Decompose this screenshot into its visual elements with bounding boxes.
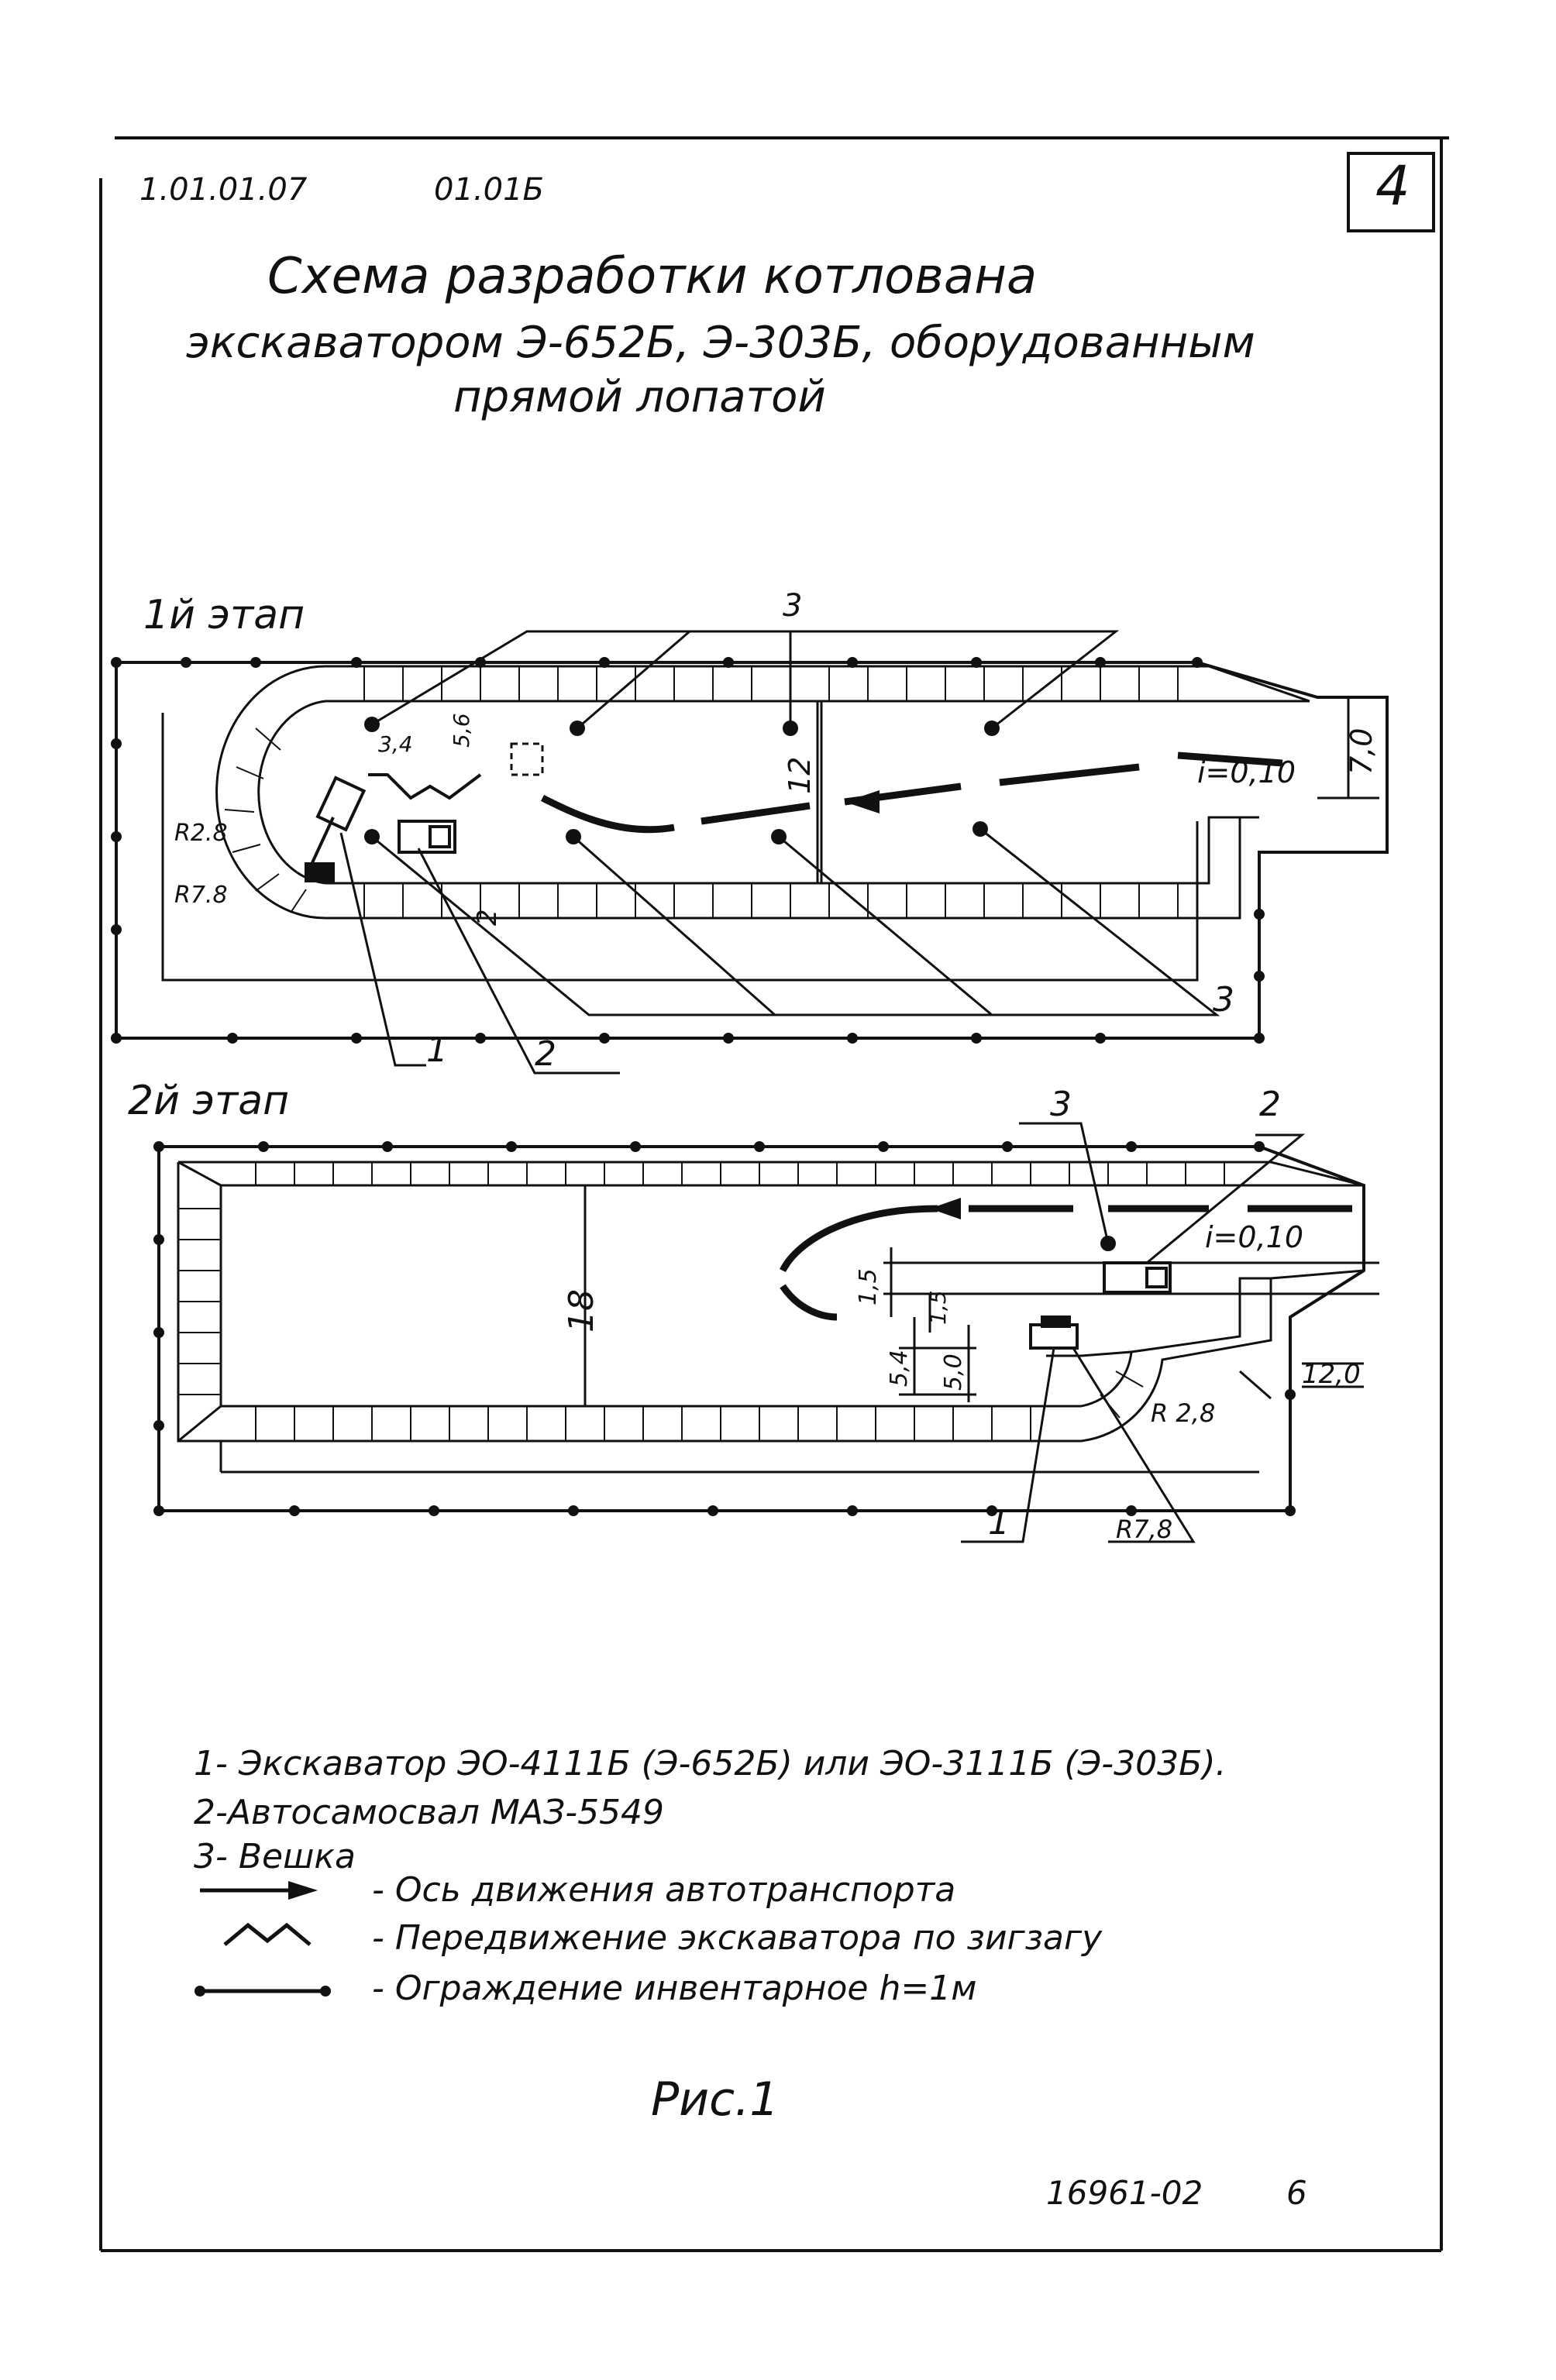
title-line-3: прямой лопатой — [453, 372, 826, 422]
legend-item-3: 3- Вешка — [194, 1837, 356, 1876]
legend-item-2: 2-Автосамосвал МАЗ-5549 — [194, 1793, 665, 1832]
legend-symbol-3: - Ограждение инвентарное h=1м — [372, 1969, 977, 2008]
stage-2-traffic-axis — [779, 1205, 1352, 1321]
stage-2-arrowhead — [930, 1198, 961, 1219]
stage-2-dim-d3: 5,4 — [886, 1350, 913, 1387]
legend-item-1: 1- Экскаватор ЭО-4111Б (Э-652Б) или ЭО-3… — [194, 1744, 1227, 1783]
stage-1-dim-zigzag-w: 3,4 — [378, 731, 413, 757]
legend-symbol-2: - Передвижение экскаватора по зигзагу — [372, 1918, 1103, 1958]
stage-1-truck-ghost — [510, 742, 544, 776]
stage-2-dim-d4: 5,0 — [940, 1353, 967, 1391]
stage-2-dim-r-inner: R 2,8 — [1151, 1398, 1215, 1428]
stage-2-callout-3: 3 — [1050, 1085, 1072, 1124]
code-left: 1.01.01.07 — [139, 172, 308, 208]
stage-2-label: 2й этап — [128, 1078, 290, 1124]
stage-1-zigzag — [368, 773, 482, 800]
stage-1-excavator — [305, 776, 367, 882]
stage-1-fence — [115, 661, 1389, 1040]
stage-1-pit-outline — [161, 661, 1199, 982]
stage-2-dim-ramp-width: 12,0 — [1302, 1359, 1361, 1390]
stage-2-leaders — [883, 1122, 1379, 1543]
stage-1-callout-2: 2 — [535, 1034, 556, 1074]
stage-1-leaders — [339, 630, 1220, 1075]
stage-1-callout-top: 3 — [783, 588, 802, 624]
stage-1-dim-ramp-width: 7,0 — [1344, 728, 1379, 775]
legend-symbol-1: - Ось движения автотранспорта — [372, 1870, 956, 1910]
stage-1-label: 1й этап — [143, 592, 305, 638]
stage-2-dim-r-outer: R7,8 — [1116, 1515, 1172, 1544]
stage-1-dim-slope: i=0,10 — [1197, 755, 1296, 789]
stage-1-dim-r-inner: R2.8 — [174, 820, 228, 847]
stage-2-dim-d2: 1,5 — [925, 1290, 951, 1325]
stage-2-dim-pit-width: 18 — [562, 1289, 601, 1333]
legend-zigzag-icon — [223, 1922, 312, 1946]
stage-2-dim-slope: i=0,10 — [1205, 1220, 1303, 1254]
stage-1-dim-zigzag-h: 5,6 — [449, 713, 474, 748]
title-line-1: Схема разработки котлована — [267, 248, 1038, 305]
stage-1-dim-truck: 2 — [472, 909, 503, 926]
stage-1-dimension-lines — [816, 696, 1379, 883]
stage-1-slope-band — [215, 665, 1310, 920]
stage-1-callout-bottom-right: 3 — [1213, 980, 1234, 1020]
stage-1-dim-r-outer: R7.8 — [174, 882, 228, 909]
title-line-2: экскаватором Э-652Б, Э-303Б, оборудованн… — [186, 318, 1255, 368]
doc-number: 16961-02 — [1046, 2174, 1203, 2212]
stage-2-slope-ticks — [178, 1162, 1225, 1441]
stage-2-dim-d1: 1,5 — [855, 1268, 882, 1305]
stage-1-dim-pit-width: 12 — [783, 757, 817, 794]
stage-2-callout-1: 1 — [988, 1503, 1010, 1543]
stage-1-callout-1: 1 — [426, 1030, 448, 1070]
stage-2-fence-posts — [153, 1141, 1296, 1516]
code-right: 01.01Б — [434, 172, 544, 208]
sheet-number: 4 — [1375, 154, 1410, 218]
legend-traffic-axis-icon — [200, 1881, 318, 1900]
sheet-number-box — [1347, 152, 1435, 232]
stage-2-callout-2: 2 — [1259, 1085, 1281, 1124]
figure-label: Рис.1 — [651, 2072, 780, 2127]
stage-1-slope-ticks — [224, 666, 1179, 918]
stage-1-arrowhead — [845, 790, 880, 813]
page-number: 6 — [1286, 2174, 1307, 2212]
legend-fence-icon — [194, 1986, 331, 1997]
stage-1-truck — [398, 820, 456, 854]
